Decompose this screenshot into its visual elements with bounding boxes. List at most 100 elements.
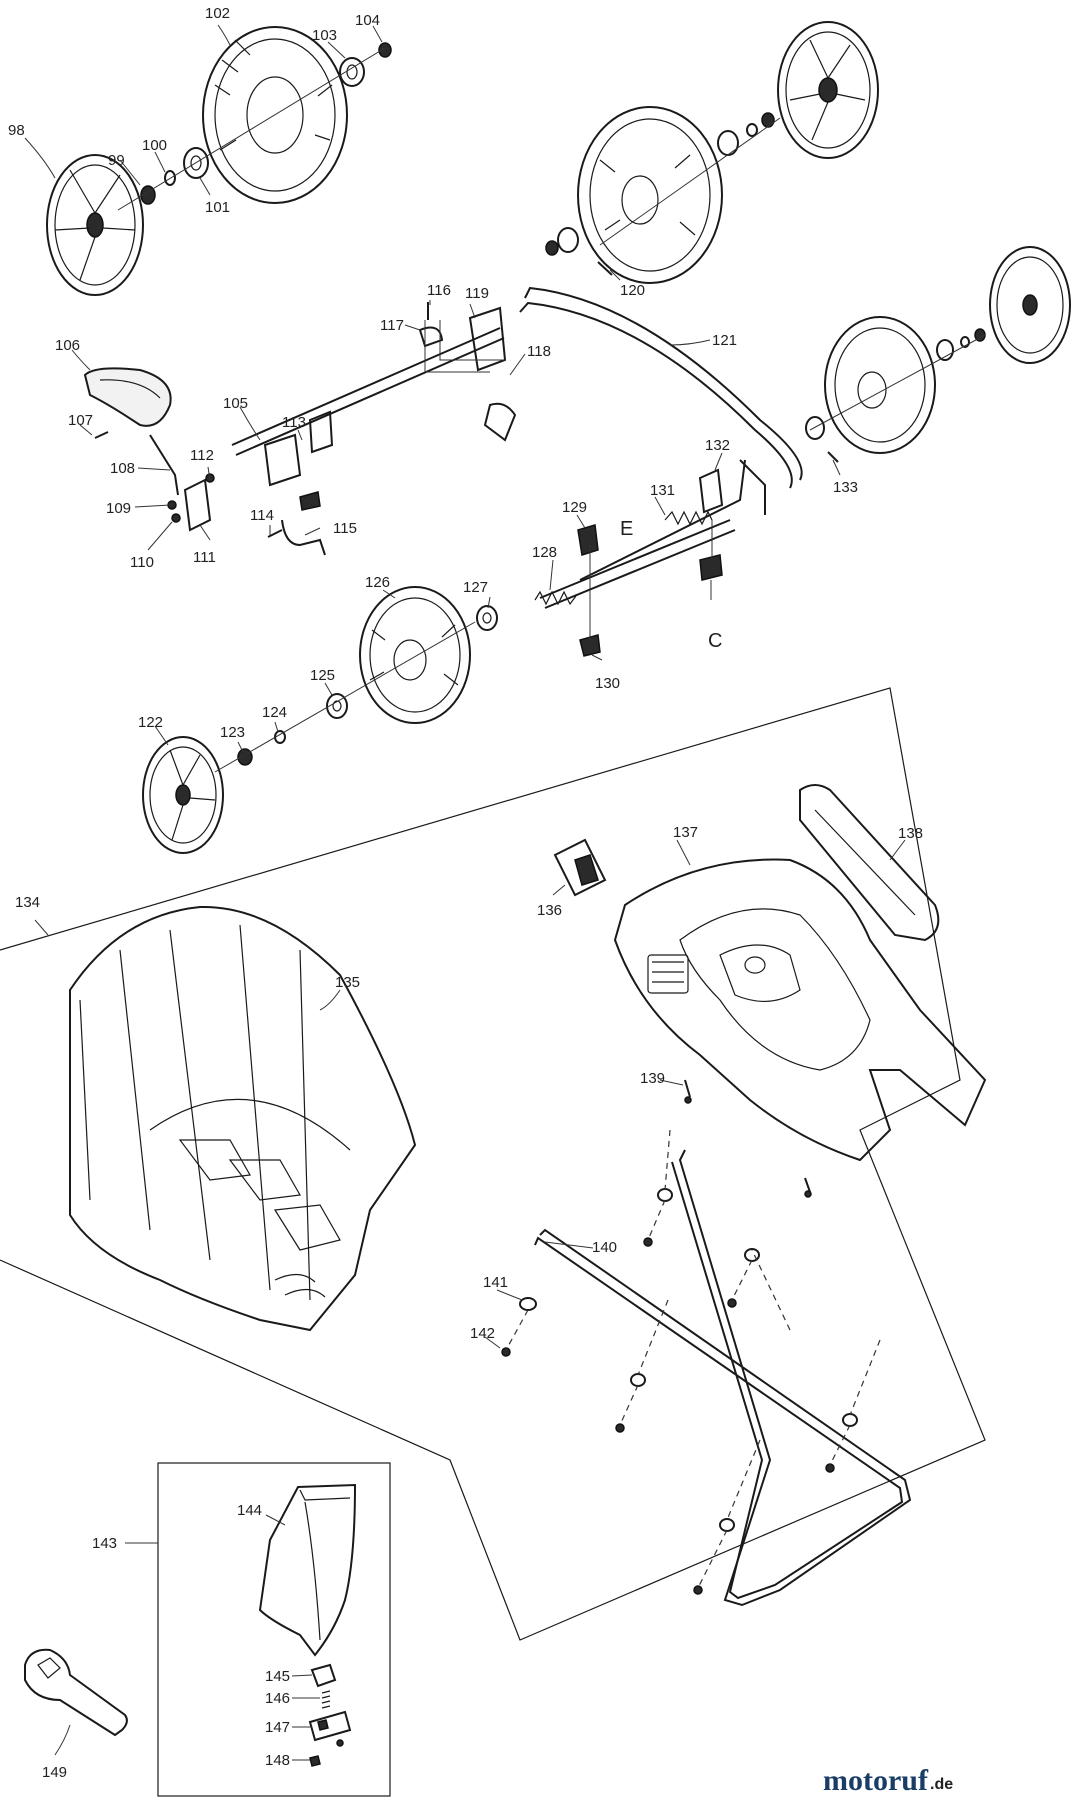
part-133-pin [827,451,839,463]
part-147-latch [308,1710,352,1742]
part-101-bearing [183,147,209,179]
callout-111: 111 [193,549,216,566]
part-c-bracket [699,554,723,581]
part-121-rear-axle [519,286,803,489]
callout-112: 112 [190,447,214,464]
part-122-hubcap-front-left [142,736,224,854]
callout-110: 110 [130,554,154,571]
part-141-washers [519,1188,858,1532]
callout-101: 101 [205,199,230,216]
part-120-pin [597,261,613,276]
letter-E: E [620,518,633,540]
part-125-bearing [326,693,348,719]
part-140-frame-rods [534,1149,912,1607]
part-146-spring [321,1690,331,1709]
callout-130: 130 [595,675,620,692]
part-131-spring [664,510,713,526]
part-149-wrench [24,1648,128,1737]
callout-117: 117 [380,317,404,334]
part-109-110-112-screws [167,473,215,523]
watermark: motoruf .de [823,1764,953,1797]
part-134-grass-catcher-outline [0,687,986,1641]
part-132-bracket [698,459,766,515]
part-102-wheel-rear-left [202,26,348,204]
callout-99: 99 [108,152,125,169]
callout-128: 128 [532,544,557,561]
callout-107: 107 [68,412,93,429]
callout-108: 108 [110,460,135,477]
wheel-axis-dashed-lines [117,47,986,773]
callout-146: 146 [265,1690,290,1707]
callout-135: 135 [335,974,360,991]
callout-138: 138 [898,825,923,842]
callout-133: 133 [833,479,858,496]
letter-C: C [708,630,722,652]
part-138-handle [799,784,940,942]
leader-lines [24,24,906,1761]
watermark-brand-text: motoruf [823,1764,929,1797]
callout-131: 131 [650,482,675,499]
callout-126: 126 [365,574,390,591]
part-103-bearing [339,57,365,87]
callout-116: 116 [427,282,451,299]
part-105-height-rod [231,327,505,456]
part-107-screw [94,431,109,439]
callout-121: 121 [712,332,737,349]
callout-139: 139 [640,1070,665,1087]
part-145-clip [310,1663,337,1688]
callout-140: 140 [592,1239,617,1256]
part-127-bearing [476,605,498,631]
part-136-label-plate [553,838,607,897]
callout-129: 129 [562,499,587,516]
callout-109: 109 [106,500,131,517]
part-114-screw [267,529,283,538]
callout-148: 148 [265,1752,290,1769]
part-144-mulch-plug [258,1483,357,1657]
cover-screw [804,1177,812,1198]
part-98-hubcap-rear-left [46,154,144,296]
callout-104: 104 [355,12,380,29]
callout-98: 98 [8,122,25,139]
callout-123: 123 [220,724,245,741]
part-117-clamp [418,326,444,348]
callout-122: 122 [138,714,163,731]
callout-labels: 98 99 100 101 102 103 104 105 106 107 10… [8,5,923,1781]
part-135-grass-bag [69,905,417,1332]
frame-dashed-guides [505,1129,881,1589]
part-115-clip [281,519,326,556]
callout-115: 115 [333,520,357,537]
part-142-screws [501,1237,835,1595]
callout-100: 100 [142,137,167,154]
part-106-handle-knob [83,367,172,427]
front-axle-dashed-guides [589,520,713,640]
part-129-bracket [577,524,599,556]
part-126-wheel-front-left [359,586,471,724]
callout-118: 118 [527,343,551,360]
part-143-mulch-kit-box [157,1462,391,1797]
part-139-screw [684,1079,692,1104]
callout-113: 113 [282,414,306,431]
front-right-small-parts [805,328,986,440]
callout-120: 120 [620,282,645,299]
callout-134: 134 [15,894,40,911]
part-99-nut [140,185,156,205]
part-137-bag-cover [613,858,987,1162]
callout-149: 149 [42,1764,67,1781]
watermark-brand: motoruf [823,1764,929,1797]
callout-136: 136 [537,902,562,919]
callout-102: 102 [205,5,230,22]
front-axle-rod [539,459,746,609]
part-148-screws [309,1739,344,1767]
callout-124: 124 [262,704,287,721]
part-130-bracket [579,634,601,657]
rear-right-wheel [577,106,723,284]
callout-145: 145 [265,1668,290,1685]
part-113-bracket [263,410,334,511]
callout-103: 103 [312,27,337,44]
watermark-tld: .de [930,1776,953,1793]
callout-143: 143 [92,1535,117,1552]
part-100-washer [164,170,176,186]
callout-132: 132 [705,437,730,454]
part-128-spring [534,590,577,606]
